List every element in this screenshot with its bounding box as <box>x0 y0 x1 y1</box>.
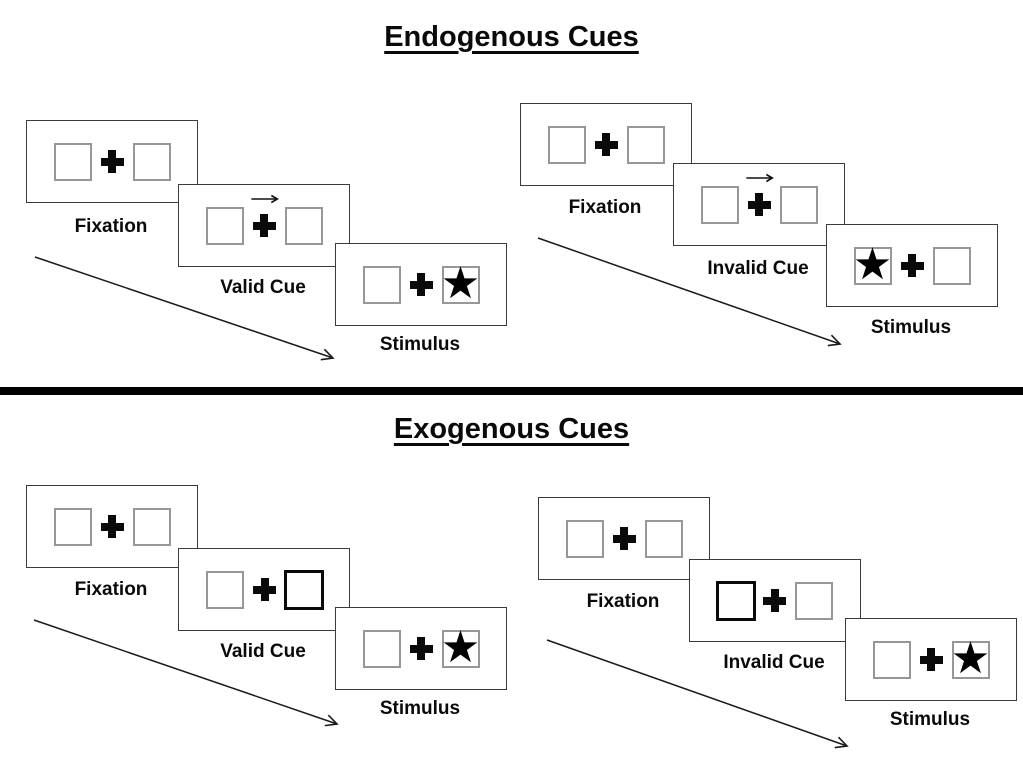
panel-label: Invalid Cue <box>723 652 825 673</box>
section-title-endogenous: Endogenous Cues <box>384 21 639 53</box>
left-box <box>362 265 401 304</box>
panel-endogenous-invalid-cue <box>673 163 845 246</box>
star-stimulus-icon: ★ <box>440 621 481 673</box>
right-arrow-cue-icon <box>746 173 774 183</box>
right-box <box>932 246 971 285</box>
right-box <box>132 142 171 181</box>
star-stimulus-icon: ★ <box>950 632 991 684</box>
panel-endogenous-invalid-fixation <box>520 103 692 186</box>
left-box <box>53 507 92 546</box>
right-box <box>644 519 683 558</box>
left-box-bold-cue <box>715 580 756 621</box>
fixation-cross-icon <box>252 214 276 237</box>
panel-label: Fixation <box>74 216 148 237</box>
panel-label: Fixation <box>568 197 642 218</box>
panel-exogenous-valid-stimulus: ★ <box>335 607 507 690</box>
display-boxes: ★ <box>872 636 990 680</box>
fixation-cross-icon <box>100 515 124 538</box>
star-stimulus-icon: ★ <box>852 238 893 290</box>
display-boxes <box>205 206 323 245</box>
right-box <box>626 125 665 164</box>
left-box <box>206 570 244 609</box>
display-boxes <box>565 519 683 558</box>
timeline-arrow-exogenous-valid <box>33 619 339 727</box>
display-boxes <box>715 580 833 621</box>
fixation-cross-icon <box>253 578 276 601</box>
panel-exogenous-valid-cue <box>178 548 350 631</box>
fixation-cross-icon <box>100 150 124 173</box>
fixation-cross-icon <box>409 273 433 296</box>
section-divider <box>0 387 1023 395</box>
right-box: ★ <box>441 625 480 669</box>
left-box <box>362 629 401 668</box>
panel-label: Fixation <box>586 591 660 612</box>
timeline-arrow-endogenous-invalid <box>537 237 842 347</box>
panel-label: Valid Cue <box>220 277 306 298</box>
section-title-exogenous: Exogenous Cues <box>393 413 630 445</box>
right-box-bold-cue <box>283 569 324 610</box>
panel-exogenous-invalid-cue <box>689 559 861 642</box>
panel-exogenous-valid-fixation <box>26 485 198 568</box>
fixation-cross-icon <box>409 637 433 660</box>
fixation-cross-icon <box>747 193 771 216</box>
display-boxes: ★ <box>362 625 480 669</box>
left-box <box>205 206 244 245</box>
left-box <box>872 640 911 679</box>
fixation-cross-icon <box>594 133 618 156</box>
display-boxes <box>206 569 324 610</box>
panel-label: Stimulus <box>379 334 461 355</box>
timeline-arrow-endogenous-valid <box>34 256 335 361</box>
right-arrow-cue-icon <box>251 194 279 204</box>
panel-endogenous-valid-cue <box>178 184 350 267</box>
display-boxes: ★ <box>362 261 480 305</box>
left-box <box>565 519 604 558</box>
panel-endogenous-valid-stimulus: ★ <box>335 243 507 326</box>
right-box <box>795 581 833 620</box>
panel-label: Stimulus <box>870 317 952 338</box>
display-boxes <box>53 142 171 181</box>
star-stimulus-icon: ★ <box>440 257 481 309</box>
panel-endogenous-valid-fixation <box>26 120 198 203</box>
right-box <box>779 185 818 224</box>
panel-exogenous-invalid-fixation <box>538 497 710 580</box>
panel-label: Stimulus <box>889 709 971 730</box>
right-box: ★ <box>441 261 480 305</box>
panel-label: Fixation <box>74 579 148 600</box>
panel-exogenous-invalid-stimulus: ★ <box>845 618 1017 701</box>
display-boxes <box>547 125 665 164</box>
display-boxes <box>53 507 171 546</box>
fixation-cross-icon <box>612 527 636 550</box>
display-boxes: ★ <box>853 242 971 286</box>
panel-label: Invalid Cue <box>707 258 809 279</box>
panel-endogenous-invalid-stimulus: ★ <box>826 224 998 307</box>
panel-label: Valid Cue <box>220 641 306 662</box>
fixation-cross-icon <box>763 589 786 612</box>
display-boxes <box>700 185 818 224</box>
left-box <box>700 185 739 224</box>
panel-label: Stimulus <box>379 698 461 719</box>
fixation-cross-icon <box>919 648 943 671</box>
left-box <box>547 125 586 164</box>
right-box: ★ <box>951 636 990 680</box>
left-box <box>53 142 92 181</box>
fixation-cross-icon <box>900 254 924 277</box>
right-box <box>284 206 323 245</box>
left-box: ★ <box>853 242 892 286</box>
right-box <box>132 507 171 546</box>
